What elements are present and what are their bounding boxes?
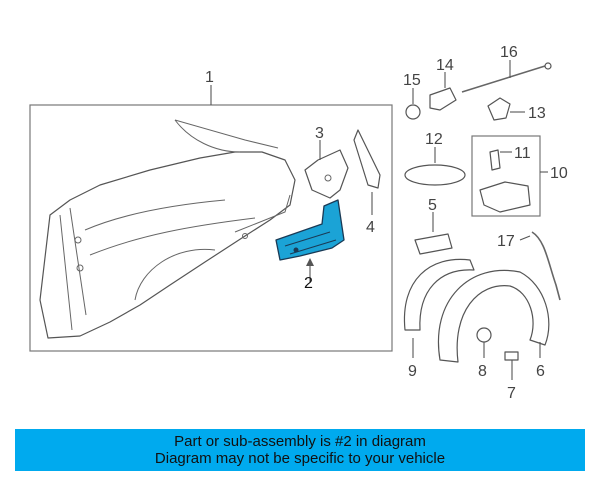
callout-1: 1 (205, 69, 214, 86)
callout-11: 11 (514, 145, 531, 162)
callout-17: 17 (497, 233, 515, 250)
callout-9: 9 (408, 363, 417, 380)
strip-part-4 (353, 129, 381, 215)
callout-10: 10 (550, 165, 568, 182)
liner-part-6 (437, 269, 550, 363)
cable-part-16 (461, 60, 552, 93)
hinge-part-14 (429, 72, 457, 111)
callout-6: 6 (536, 363, 545, 380)
callout-14: 14 (436, 57, 454, 74)
callout-8: 8 (478, 363, 487, 380)
parts-diagram: 1 2 3 4 5 6 7 8 9 10 11 12 13 14 15 16 1… (29, 44, 568, 402)
nut-part-8 (476, 327, 492, 358)
info-banner: Part or sub-assembly is #2 in diagram Di… (15, 429, 585, 471)
reinforcement-part-2 (275, 199, 345, 282)
callout-3: 3 (315, 125, 324, 142)
rod-part-17 (519, 231, 561, 301)
fuel-door-part-12 (404, 147, 466, 186)
banner-line-1: Part or sub-assembly is #2 in diagram (174, 433, 426, 450)
screw-part-7 (504, 351, 519, 380)
plate-part-5 (414, 212, 453, 255)
callout-16: 16 (500, 44, 518, 61)
callout-4: 4 (366, 219, 375, 236)
callout-2: 2 (304, 275, 313, 292)
callout-12: 12 (425, 131, 443, 148)
callout-13: 13 (528, 105, 546, 122)
callout-5: 5 (428, 197, 437, 214)
actuator-part-13 (487, 97, 525, 121)
callout-15: 15 (403, 72, 421, 89)
bracket-part-3 (304, 140, 349, 199)
fuel-housing-group (471, 135, 548, 217)
banner-line-2: Diagram may not be specific to your vehi… (154, 450, 446, 467)
callout-7: 7 (507, 385, 516, 402)
wheelhouse-part-9 (403, 258, 475, 358)
clip-part-15 (405, 88, 421, 120)
